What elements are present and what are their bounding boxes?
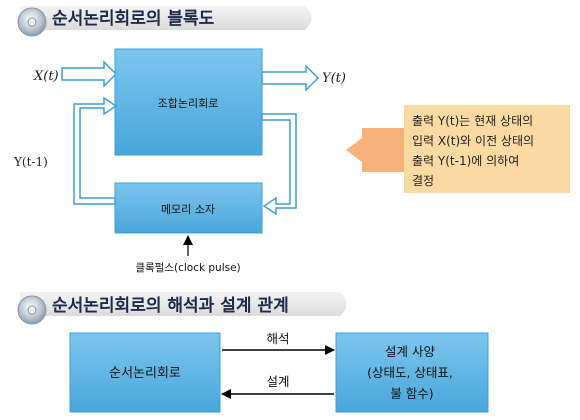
note-line: 결정: [412, 174, 434, 188]
feedback-arrow: [73, 96, 118, 205]
feedback-label: Y(t-1): [13, 155, 48, 169]
memory-block: [114, 182, 263, 234]
design-spec-box: [335, 332, 489, 413]
design-spec-line: 불 함수): [390, 386, 433, 401]
output-label: Y(t): [322, 71, 346, 86]
design-spec-line: 설계 사양: [385, 344, 435, 359]
sequential-circuit-box: [69, 332, 221, 413]
input-arrow: [61, 60, 118, 88]
section1-title: 순서논리회로의 블록도: [52, 9, 215, 29]
section2-header-bar: [20, 292, 347, 316]
disc-icon: [17, 7, 47, 37]
sequential-circuit-label: 순서논리회로: [109, 366, 181, 381]
input-label: X(t): [33, 69, 59, 84]
clock-label: 클록펄스(clock pulse): [135, 262, 240, 274]
note-box: [404, 105, 570, 193]
note-line: 입력 X(t)와 이전 상태의: [412, 134, 534, 148]
section2-header: 순서논리회로의 해석과 설계 관계: [17, 292, 347, 325]
design-spec-text: 설계 사양 (상태도, 상태표, 불 함수): [367, 344, 457, 401]
disc-icon: [17, 295, 47, 325]
combinational-block: [114, 48, 263, 156]
section1-header-bar: [20, 6, 312, 30]
output-arrow: [261, 64, 320, 92]
analysis-label: 해석: [266, 331, 289, 346]
note-text: 출력 Y(t)는 현재 상태의 입력 X(t)와 이전 상태의 출력 Y(t-1…: [412, 114, 538, 188]
design-spec-line: (상태도, 상태표,: [367, 365, 453, 380]
section1-header: 순서논리회로의 블록도: [17, 6, 312, 37]
state-to-memory-arrow: [261, 113, 297, 216]
combinational-label: 조합논리회로: [158, 97, 219, 110]
note-line: 출력 Y(t)는 현재 상태의: [412, 114, 533, 128]
note-line: 출력 Y(t-1)에 의하여: [412, 154, 519, 168]
memory-label: 메모리 소자: [161, 203, 215, 216]
design-label: 설계: [266, 374, 289, 389]
section2-title: 순서논리회로의 해석과 설계 관계: [52, 296, 289, 316]
note-pointer-arrow: [346, 128, 404, 172]
